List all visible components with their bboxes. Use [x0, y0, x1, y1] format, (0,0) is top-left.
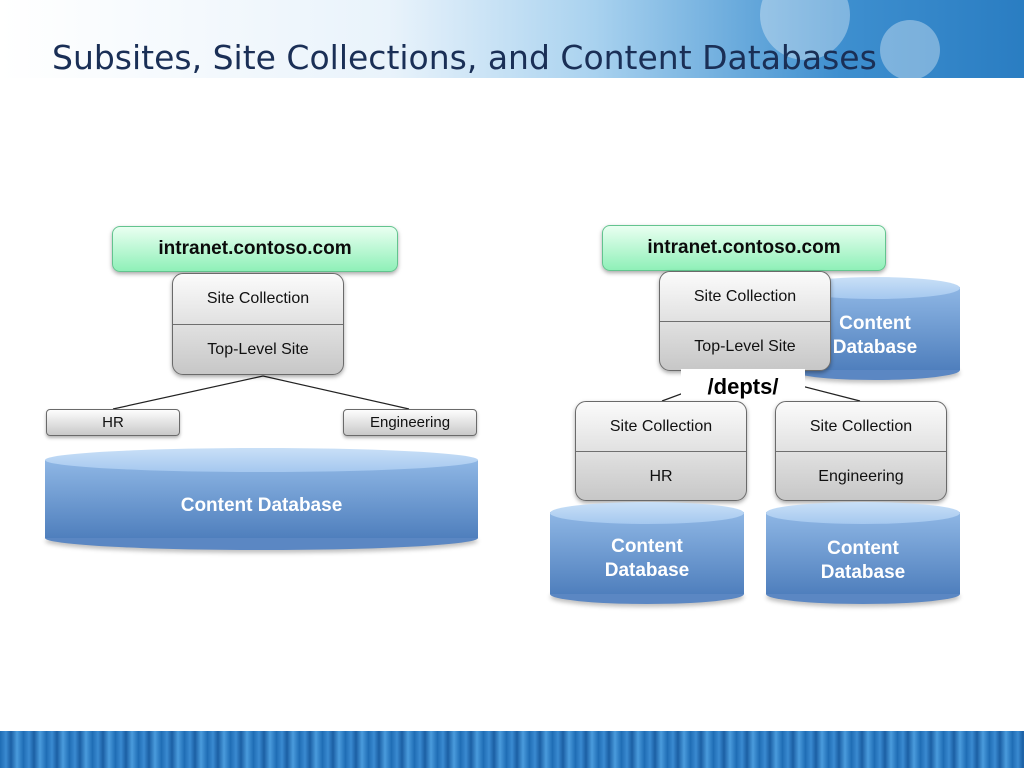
content-database-label: Content Database: [604, 536, 690, 581]
left-site-collection: Site Collection Top-Level Site: [172, 273, 344, 375]
left-content-database: Content Database: [45, 448, 478, 551]
site-collection-label: Site Collection: [809, 417, 913, 435]
slide-footer: [0, 731, 1024, 768]
header-decoration: [880, 20, 940, 78]
site-collection-label: Site Collection: [609, 417, 713, 435]
hr-site-collection: Site Collection HR: [575, 401, 747, 501]
top-level-site-label: Top-Level Site: [660, 321, 830, 370]
content-database-label: Content Database: [820, 538, 906, 583]
content-database-label: Content Database: [180, 495, 343, 516]
connector-line: [262, 375, 410, 410]
site-collection-label: Site Collection: [693, 287, 797, 305]
engineering-site-collection: Site Collection Engineering: [775, 401, 947, 501]
content-database-label: Content Database: [832, 313, 918, 358]
top-level-site-label: Top-Level Site: [173, 324, 343, 374]
subsite-hr: HR: [46, 409, 180, 436]
managed-path-label: /depts/: [681, 369, 805, 405]
engineering-content-database: Content Database: [766, 502, 960, 604]
connector-line: [112, 375, 264, 410]
left-url-box: intranet.contoso.com: [112, 226, 398, 272]
slide-title: Subsites, Site Collections, and Content …: [52, 38, 877, 77]
engineering-site-label: Engineering: [776, 451, 946, 500]
hr-content-database: Content Database: [550, 502, 744, 604]
site-collection-label: Site Collection: [206, 290, 310, 307]
hr-site-label: HR: [576, 451, 746, 500]
root-site-collection: Site Collection Top-Level Site: [659, 271, 831, 371]
slide-header: [0, 0, 1024, 78]
right-url-box: intranet.contoso.com: [602, 225, 886, 271]
subsite-engineering: Engineering: [343, 409, 477, 436]
